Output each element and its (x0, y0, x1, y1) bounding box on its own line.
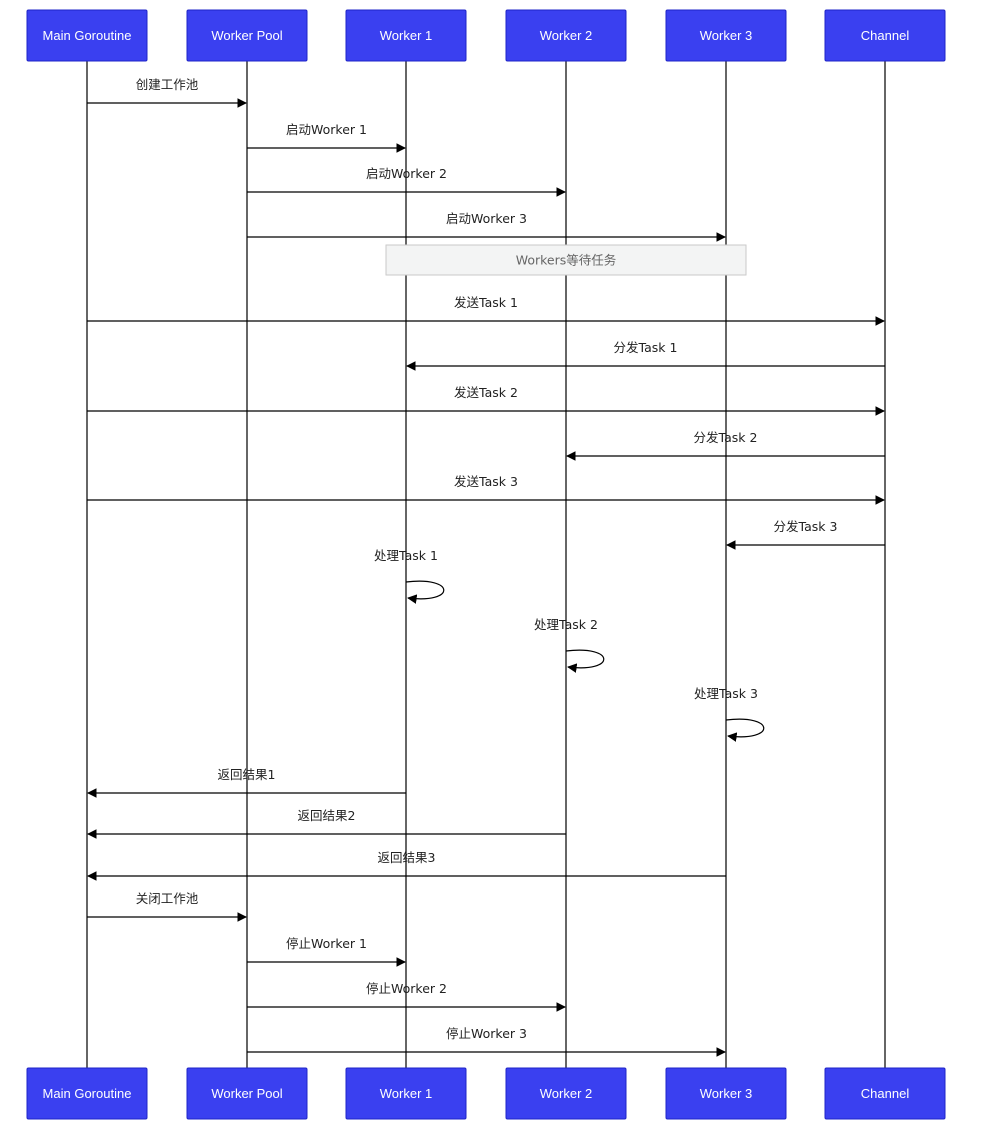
message-5: 发送Task 1 (87, 295, 885, 326)
message-label: 返回结果3 (378, 850, 436, 865)
message-label: 关闭工作池 (136, 891, 199, 906)
message-label: 停止Worker 2 (366, 981, 447, 996)
participant-w1-bottom: Worker 1 (345, 1067, 467, 1120)
participant-label: Worker 1 (380, 1086, 433, 1101)
participant-box (345, 1067, 467, 1120)
message-10: 分发Task 3 (726, 519, 885, 550)
message-label: 创建工作池 (136, 77, 199, 92)
participant-w2-top: Worker 2 (505, 9, 627, 62)
participant-box (824, 1067, 946, 1120)
participant-label: Channel (861, 28, 910, 43)
message-1: 启动Worker 1 (247, 122, 406, 153)
participant-box (26, 1067, 148, 1120)
participant-label: Main Goroutine (43, 28, 132, 43)
note-box (385, 244, 747, 276)
participant-pool-top: Worker Pool (186, 9, 308, 62)
participant-box (824, 9, 946, 62)
lifelines (86, 61, 886, 1068)
participant-w1-top: Worker 1 (345, 9, 467, 62)
message-label: 分发Task 2 (694, 430, 758, 445)
message-11: 处理Task 1 (374, 548, 445, 604)
message-16: 返回结果3 (87, 850, 726, 881)
message-label: 返回结果1 (218, 767, 276, 782)
self-message-arrow (405, 580, 445, 604)
participant-w3-top: Worker 3 (665, 9, 787, 62)
message-label: 发送Task 1 (454, 295, 518, 310)
actors-top: Main Goroutine Worker Pool Worker 1 Worker … (26, 9, 946, 62)
participant-label: Worker 1 (380, 28, 433, 43)
participant-box (505, 9, 627, 62)
participant-ch-bottom: Channel (824, 1067, 946, 1120)
message-6: 分发Task 1 (406, 340, 885, 371)
note-layer: Workers等待任务 (385, 244, 747, 276)
participant-label: Main Goroutine (43, 1086, 132, 1101)
participant-pool-bottom: Worker Pool (186, 1067, 308, 1120)
self-message-arrow (725, 718, 765, 742)
message-19: 停止Worker 2 (247, 981, 566, 1012)
participant-label: Worker 2 (540, 1086, 593, 1101)
message-label: 处理Task 1 (374, 548, 438, 563)
message-15: 返回结果2 (87, 808, 566, 839)
participant-main-top: Main Goroutine (26, 9, 148, 62)
message-label: 启动Worker 3 (446, 211, 527, 226)
participant-box (345, 9, 467, 62)
message-label: 发送Task 3 (454, 474, 518, 489)
participant-w2-bottom: Worker 2 (505, 1067, 627, 1120)
message-label: 启动Worker 2 (366, 166, 447, 181)
participant-box (505, 1067, 627, 1120)
participant-label: Worker 2 (540, 28, 593, 43)
participant-main-bottom: Main Goroutine (26, 1067, 148, 1120)
note-text: Workers等待任务 (516, 253, 617, 268)
message-18: 停止Worker 1 (247, 936, 406, 967)
message-7: 发送Task 2 (87, 385, 885, 416)
message-12: 处理Task 2 (534, 617, 605, 673)
participant-box (665, 9, 787, 62)
message-label: 发送Task 2 (454, 385, 518, 400)
participant-ch-top: Channel (824, 9, 946, 62)
message-label: 停止Worker 1 (286, 936, 367, 951)
message-17: 关闭工作池 (87, 891, 247, 922)
message-20: 停止Worker 3 (247, 1026, 726, 1057)
participant-label: Worker Pool (211, 1086, 282, 1101)
self-message-arrow (565, 649, 605, 673)
message-label: 分发Task 1 (614, 340, 678, 355)
participant-label: Worker 3 (700, 28, 753, 43)
message-2: 启动Worker 2 (247, 166, 566, 197)
actors-bottom: Main Goroutine Worker Pool Worker 1 Worker … (26, 1067, 946, 1120)
participant-label: Channel (861, 1086, 910, 1101)
message-13: 处理Task 3 (694, 686, 765, 742)
message-8: 分发Task 2 (566, 430, 885, 461)
participant-label: Worker Pool (211, 28, 282, 43)
participant-box (186, 9, 308, 62)
participant-w3-bottom: Worker 3 (665, 1067, 787, 1120)
participant-box (186, 1067, 308, 1120)
message-label: 分发Task 3 (774, 519, 838, 534)
participant-label: Worker 3 (700, 1086, 753, 1101)
message-label: 启动Worker 1 (286, 122, 367, 137)
message-label: 处理Task 3 (694, 686, 758, 701)
message-label: 处理Task 2 (534, 617, 598, 632)
message-9: 发送Task 3 (87, 474, 885, 505)
participant-box (665, 1067, 787, 1120)
message-14: 返回结果1 (87, 767, 406, 798)
message-0: 创建工作池 (87, 77, 247, 108)
message-label: 停止Worker 3 (446, 1026, 527, 1041)
message-3: 启动Worker 3 (247, 211, 726, 242)
participant-box (26, 9, 148, 62)
message-label: 返回结果2 (298, 808, 356, 823)
